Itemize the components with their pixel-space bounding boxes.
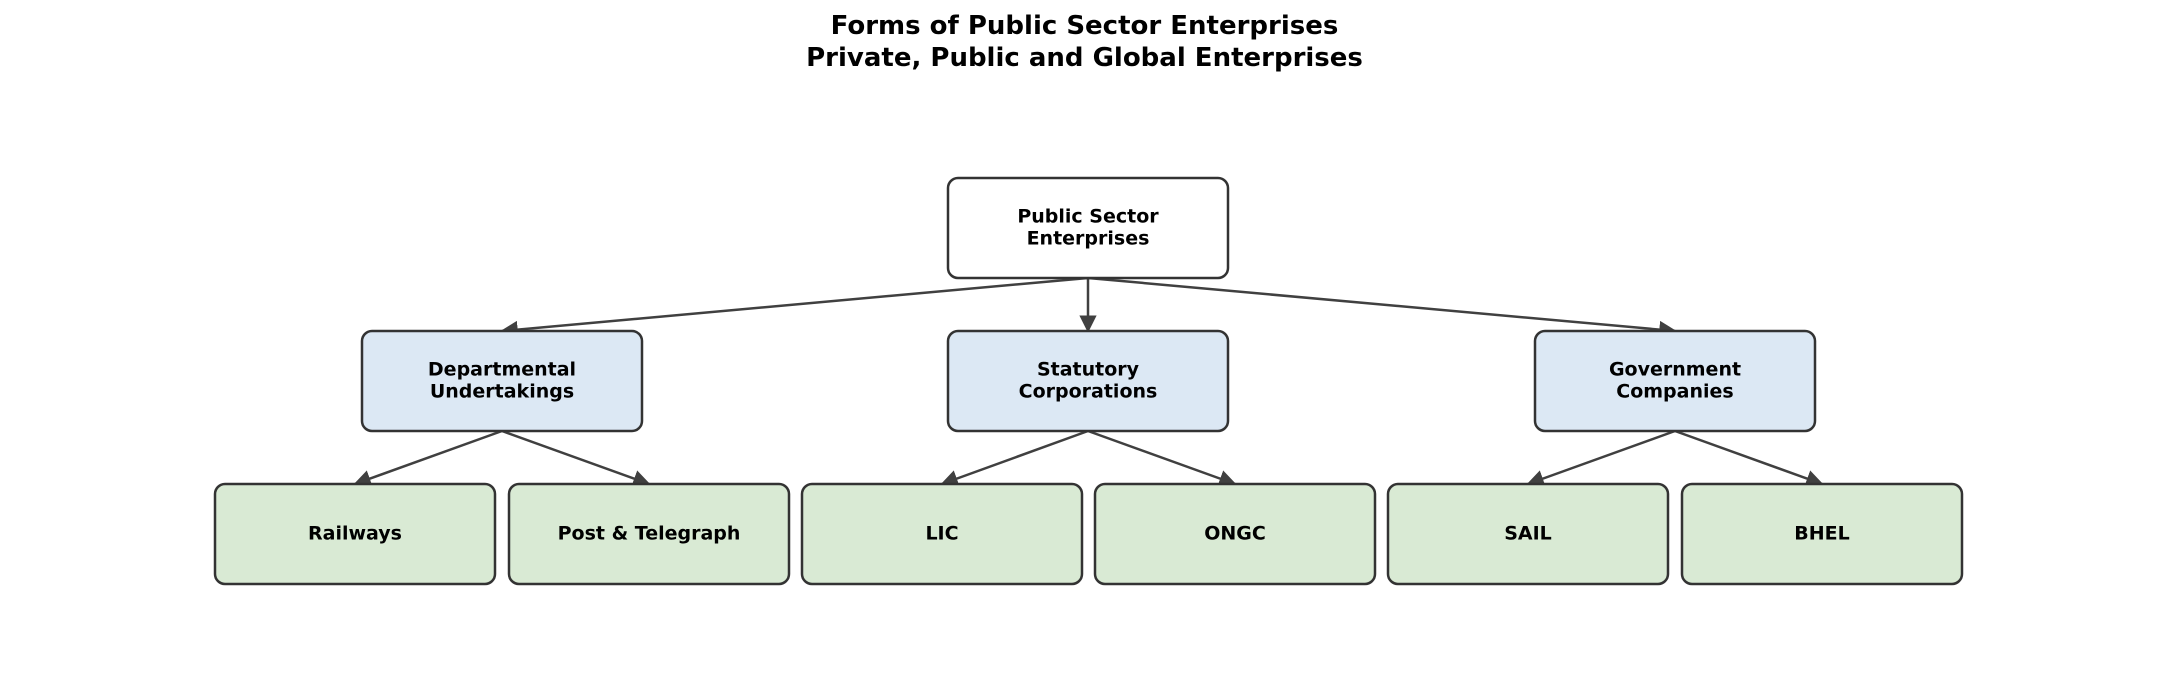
node-lic: LIC: [800, 482, 1084, 586]
node-post-telegraph: Post & Telegraph: [507, 482, 791, 586]
node-railways: Railways: [213, 482, 497, 586]
edge-departmental-to-railways: [353, 429, 503, 487]
title-line-1: Forms of Public Sector Enterprises: [830, 11, 1339, 41]
node-ongc: ONGC: [1093, 482, 1377, 586]
edge-statutory-to-ongc: [1087, 429, 1237, 487]
node-box-ongc: [1093, 482, 1377, 586]
node-box-root: [946, 176, 1230, 280]
edge-government-to-bhel: [1674, 429, 1824, 487]
edge-root-to-government: [1087, 276, 1677, 339]
node-label-post-telegraph-line-1: Post & Telegraph: [558, 523, 741, 545]
node-bhel: BHEL: [1680, 482, 1964, 586]
edge-statutory-to-lic: [940, 429, 1089, 487]
node-box-government: [1533, 329, 1817, 433]
node-label-sail-line-1: SAIL: [1504, 523, 1552, 545]
node-label-departmental-line-1: Departmental: [428, 359, 576, 381]
edge-departmental-to-post-telegraph: [501, 429, 651, 487]
node-label-departmental-line-2: Undertakings: [430, 381, 574, 403]
nodes-layer: Public SectorEnterprisesDepartmentalUnde…: [213, 176, 1964, 586]
node-box-statutory: [946, 329, 1230, 433]
node-label-lic-line-1: LIC: [925, 523, 958, 545]
node-box-lic: [800, 482, 1084, 586]
node-label-statutory-line-1: Statutory: [1037, 359, 1140, 381]
node-label-bhel-line-1: BHEL: [1794, 523, 1849, 545]
node-label-government-line-2: Companies: [1616, 381, 1733, 403]
edge-root-to-departmental: [500, 276, 1089, 339]
edge-government-to-sail: [1526, 429, 1676, 487]
node-box-railways: [213, 482, 497, 586]
node-label-government-line-1: Government: [1609, 359, 1741, 381]
diagram-title: Forms of Public Sector Enterprises Priva…: [0, 10, 2169, 74]
node-label-root-line-1: Public Sector: [1017, 206, 1159, 228]
node-label-railways-line-1: Railways: [308, 523, 402, 545]
node-box-bhel: [1680, 482, 1964, 586]
edges-layer: [353, 276, 1824, 487]
node-box-departmental: [360, 329, 644, 433]
title-line-2: Private, Public and Global Enterprises: [806, 43, 1363, 73]
node-box-sail: [1386, 482, 1670, 586]
node-label-root-line-2: Enterprises: [1027, 228, 1150, 250]
node-sail: SAIL: [1386, 482, 1670, 586]
node-box-post-telegraph: [507, 482, 791, 586]
node-label-statutory-line-2: Corporations: [1019, 381, 1158, 403]
node-label-ongc-line-1: ONGC: [1204, 523, 1266, 545]
